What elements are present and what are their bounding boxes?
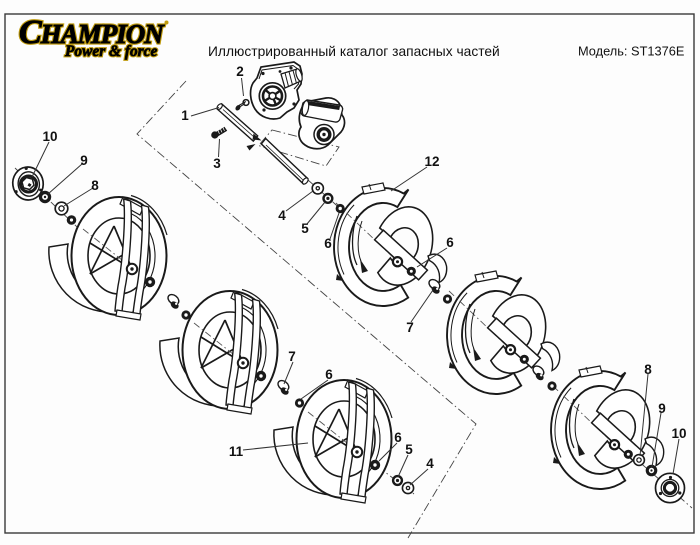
svg-text:8: 8 [644,362,652,377]
svg-text:11: 11 [229,444,244,459]
svg-text:CHAMPION: CHAMPION [19,14,165,51]
svg-text:CHAMPION: CHAMPION [19,14,165,51]
svg-text:6: 6 [324,236,332,251]
svg-text:7: 7 [288,349,296,364]
svg-text:Иллюстрированный каталог запас: Иллюстрированный каталог запасных частей [208,44,500,59]
svg-text:Power & force: Power & force [65,43,157,60]
svg-text:1: 1 [181,108,189,123]
svg-text:4: 4 [426,456,434,471]
svg-text:Модель: ST1376E: Модель: ST1376E [578,44,684,59]
svg-text:5: 5 [301,221,309,236]
svg-text:6: 6 [325,367,333,382]
svg-text:Power & force: Power & force [65,43,157,60]
svg-text:4: 4 [278,208,286,223]
svg-text:5: 5 [405,442,413,457]
svg-text:7: 7 [406,320,414,335]
svg-text:10: 10 [42,129,57,144]
svg-text:8: 8 [91,178,99,193]
svg-text:6: 6 [446,235,454,250]
svg-text:6: 6 [394,430,402,445]
svg-text:9: 9 [80,153,88,168]
svg-text:10: 10 [671,426,686,441]
svg-text:2: 2 [236,64,244,79]
svg-text:9: 9 [658,401,666,416]
svg-text:12: 12 [424,154,439,169]
svg-text:3: 3 [213,156,221,171]
